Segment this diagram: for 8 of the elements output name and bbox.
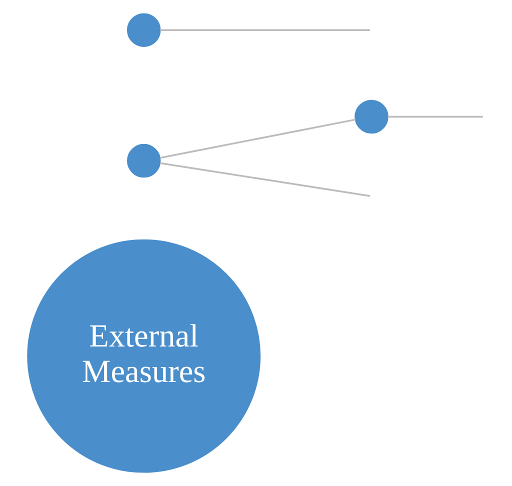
node-circle — [127, 13, 161, 47]
connector — [160, 162, 370, 197]
node-circle — [354, 100, 388, 134]
node-circle: External Measures — [27, 239, 261, 473]
connector — [388, 116, 483, 118]
connector — [160, 29, 370, 31]
connector — [160, 118, 356, 159]
node-circle — [127, 144, 161, 178]
